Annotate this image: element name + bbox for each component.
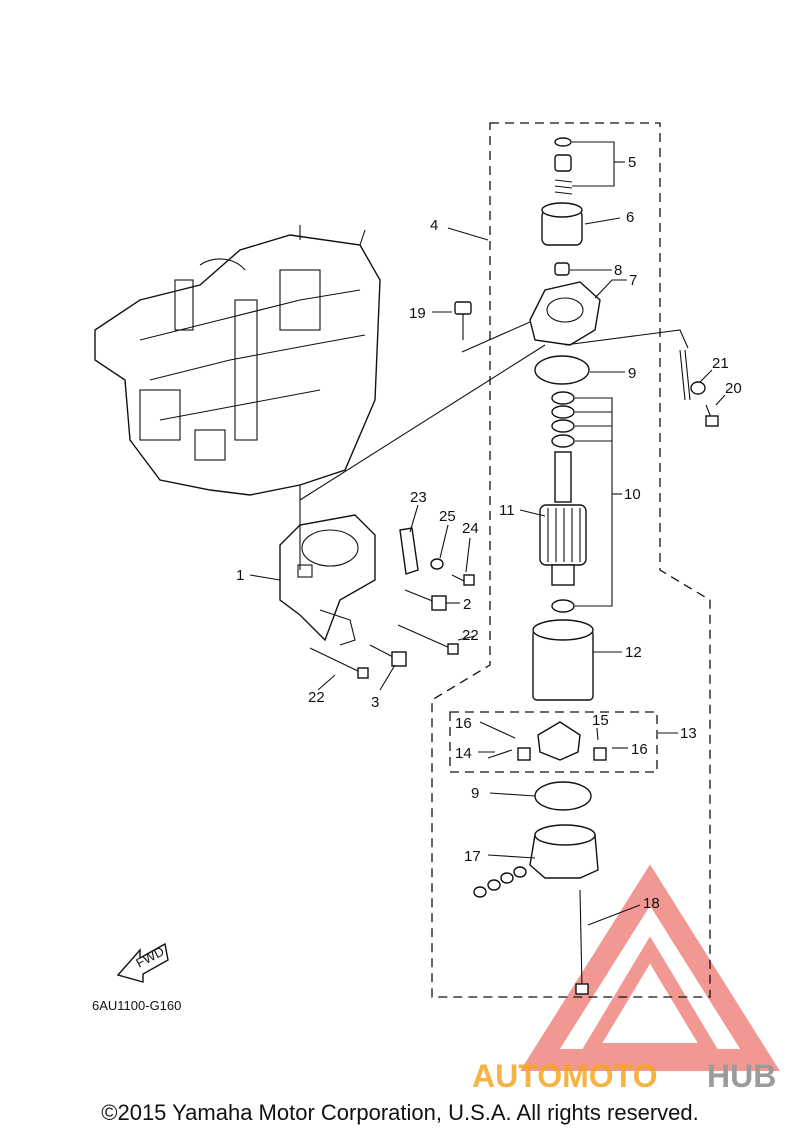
o-ring-9-lower [534,781,592,811]
rear-cover-17 [473,824,599,898]
callout-23: 23 [410,489,427,506]
pinion-6 [541,202,583,246]
brush-screw-14 [487,749,513,759]
through-bolt-18 [575,889,589,995]
bolt-3 [369,644,407,667]
bolt-20 [705,404,719,427]
callout-16-left: 16 [455,715,472,732]
leader-lines [249,141,726,926]
front-cover-7 [529,281,601,346]
callout-6: 6 [626,209,634,226]
o-ring-5 [554,137,572,147]
washer-25 [430,558,444,570]
clip-23 [399,527,419,575]
watermark-logo [520,864,780,1071]
callout-20: 20 [725,380,742,397]
callout-5: 5 [628,154,636,171]
callout-21: 21 [712,355,729,372]
o-ring-9-upper [534,355,590,385]
callout-2: 2 [463,596,471,613]
callout-22-lower: 22 [308,689,325,706]
callout-13: 13 [680,725,697,742]
wire-21 [679,349,706,401]
watermark-text-b: HUB [707,1058,776,1094]
callout-11: 11 [499,502,515,519]
callout-16-right: 16 [631,741,648,758]
callout-19: 19 [409,305,426,322]
washers-10 [551,391,575,613]
callout-10: 10 [624,486,641,503]
callout-18: 18 [643,895,660,912]
callout-9-upper: 9 [628,365,636,382]
yoke-12 [532,619,594,701]
callout-3: 3 [371,694,379,711]
callout-4: 4 [430,217,438,234]
assembly-boundary [431,122,711,998]
bushing-8 [554,262,570,276]
long-bolt-22-upper [397,624,459,655]
bolt-24 [451,574,475,586]
collar-5 [554,154,572,172]
engine-block [94,225,381,496]
callout-17: 17 [464,848,481,865]
diagram-code: 6AU1100-G160 [92,998,181,1013]
bolt-2 [404,589,447,611]
callout-9-lower: 9 [471,785,479,802]
callout-22-upper: 22 [462,627,479,644]
watermark-wordmark: AUTOMOTO HUB [472,1058,776,1094]
callout-25: 25 [439,508,456,525]
bolt-19 [454,301,472,340]
copyright-notice: ©2015 Yamaha Motor Corporation, U.S.A. A… [101,1100,699,1125]
callout-7: 7 [629,272,637,289]
callout-1: 1 [236,567,244,584]
starter-bracket [279,514,376,646]
callout-8: 8 [614,262,622,279]
callout-14: 14 [455,745,472,762]
brush-holder-13 [449,711,658,773]
callout-15: 15 [592,712,609,729]
armature-11 [539,451,587,586]
callout-12: 12 [625,644,642,661]
fwd-arrow-icon: FWD [116,942,169,983]
callout-24: 24 [462,520,479,537]
spring-5 [554,179,573,195]
long-bolt-22-lower [309,647,369,679]
watermark-text-a: AUTOMOTO [472,1058,657,1094]
